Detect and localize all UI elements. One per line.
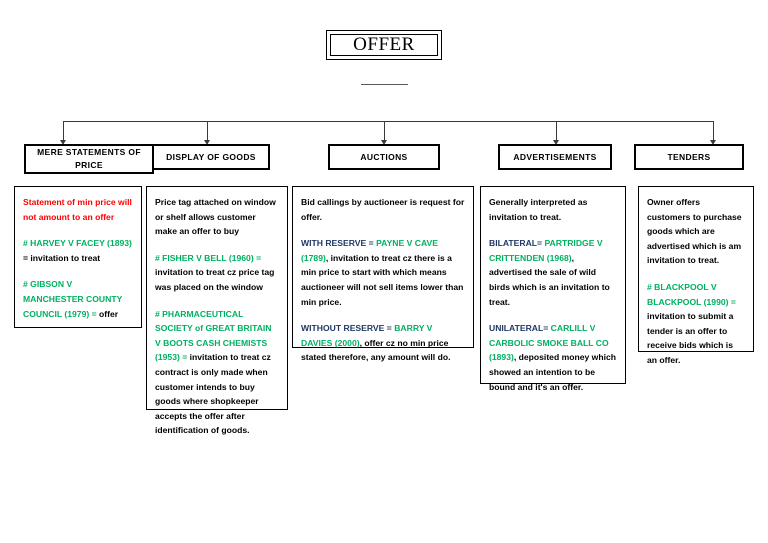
case-explanation: invitation to submit a tender is an offe… <box>647 311 734 365</box>
case-citation: PARTRIDGE V CRITTENDEN (1968) <box>489 238 603 263</box>
connector-bus <box>63 121 713 122</box>
card-paragraph: Generally interpreted as invitation to t… <box>489 195 617 224</box>
case-explanation: , advertised the sale of wild birds whic… <box>489 252 610 307</box>
branch-header-auctions: AUCTIONS <box>328 144 440 170</box>
case-citation: # PHARMACEUTICAL SOCIETY of GREAT BRITAI… <box>155 308 272 363</box>
card-tenders: Owner offers customers to purchase goods… <box>638 186 754 365</box>
case-explanation: invitation to treat cz price tag was pla… <box>155 267 275 292</box>
statement-text: Price tag attached on window or shelf al… <box>155 197 276 237</box>
case-explanation: , offer cz no min price stated therefore… <box>301 337 451 363</box>
root-underline-rule <box>361 84 408 85</box>
card-paragraph: BILATERAL= PARTRIDGE V CRITTENDEN (1968)… <box>489 236 617 309</box>
connector-drop-2 <box>207 121 208 142</box>
case-explanation: offer <box>96 308 119 319</box>
branch-header-display-of-goods: DISPLAY OF GOODS <box>152 144 270 170</box>
connector-drop-3 <box>384 121 385 142</box>
card-paragraph: # GIBSON V MANCHESTER COUNTY COUNCIL (19… <box>23 277 133 321</box>
category-label: WITHOUT RESERVE = <box>301 323 395 334</box>
connector-arrow-3 <box>380 140 387 145</box>
card-paragraph: # BLACKPOOL V BLACKPOOL (1990) = invitat… <box>647 280 745 368</box>
card-paragraph: WITH RESERVE = PAYNE V CAVE (1789), invi… <box>301 236 465 309</box>
statement-text: Owner offers customers to purchase goods… <box>647 197 742 266</box>
statement-text: Statement of min price will not amount t… <box>23 197 132 222</box>
connector-drop-4 <box>556 121 557 142</box>
case-citation: BARRY V DAVIES (2000) <box>301 323 433 348</box>
case-citation: # GIBSON V MANCHESTER COUNTY COUNCIL (19… <box>23 279 123 319</box>
card-paragraph: Bid callings by auctioneer is request fo… <box>301 195 465 224</box>
branch-header-tenders: TENDERS <box>634 144 744 170</box>
case-explanation: , invitation to treat cz there is a min … <box>301 252 464 307</box>
connector-drop-5 <box>713 121 714 142</box>
category-label: WITH RESERVE = <box>301 238 377 249</box>
card-mere-statements-of-price: Statement of min price will not amount t… <box>14 186 142 328</box>
case-explanation: = invitation to treat <box>23 252 101 263</box>
category-label: UNILATERAL= <box>489 323 551 334</box>
statement-text: Bid callings by auctioneer is request fo… <box>301 197 465 222</box>
statement-text: Generally interpreted as invitation to t… <box>489 197 588 222</box>
branch-header-mere-statements-of-price: MERE STATEMENTS OF PRICE <box>24 144 154 174</box>
case-citation: # BLACKPOOL V BLACKPOOL (1990) = <box>647 281 736 307</box>
root-node-offer: OFFER <box>326 30 442 60</box>
card-paragraph: Statement of min price will not amount t… <box>23 195 133 224</box>
connector-arrow-5 <box>709 140 716 145</box>
branch-header-advertisements: ADVERTISEMENTS <box>498 144 612 170</box>
card-paragraph: # FISHER V BELL (1960) = invitation to t… <box>155 251 279 295</box>
case-explanation: invitation to treat cz contract is only … <box>155 352 271 436</box>
root-node-inner-border: OFFER <box>330 34 438 56</box>
case-explanation: , deposited money which showed an intent… <box>489 352 617 392</box>
case-citation: CARLILL V CARBOLIC SMOKE BALL CO (1893) <box>489 323 609 363</box>
card-paragraph: # PHARMACEUTICAL SOCIETY of GREAT BRITAI… <box>155 307 279 438</box>
card-paragraph: WITHOUT RESERVE = BARRY V DAVIES (2000),… <box>301 321 465 365</box>
connector-arrow-2 <box>203 140 210 145</box>
connector-drop-1 <box>63 121 64 142</box>
connector-arrow-1 <box>59 140 66 145</box>
card-paragraph: UNILATERAL= CARLILL V CARBOLIC SMOKE BAL… <box>489 321 617 394</box>
case-citation: # FISHER V BELL (1960) = <box>155 252 262 263</box>
case-citation: # HARVEY V FACEY (1893) <box>23 238 132 249</box>
card-paragraph: Owner offers customers to purchase goods… <box>647 195 745 268</box>
root-node-label: OFFER <box>353 34 415 55</box>
card-paragraph: # HARVEY V FACEY (1893) = invitation to … <box>23 236 133 265</box>
card-paragraph: Price tag attached on window or shelf al… <box>155 195 279 239</box>
category-label: BILATERAL= <box>489 238 545 249</box>
card-auctions: Bid callings by auctioneer is request fo… <box>292 186 474 362</box>
card-display-of-goods: Price tag attached on window or shelf al… <box>146 186 288 435</box>
case-citation: PAYNE V CAVE (1789) <box>301 238 438 263</box>
card-advertisements: Generally interpreted as invitation to t… <box>480 186 626 392</box>
connector-arrow-4 <box>552 140 559 145</box>
